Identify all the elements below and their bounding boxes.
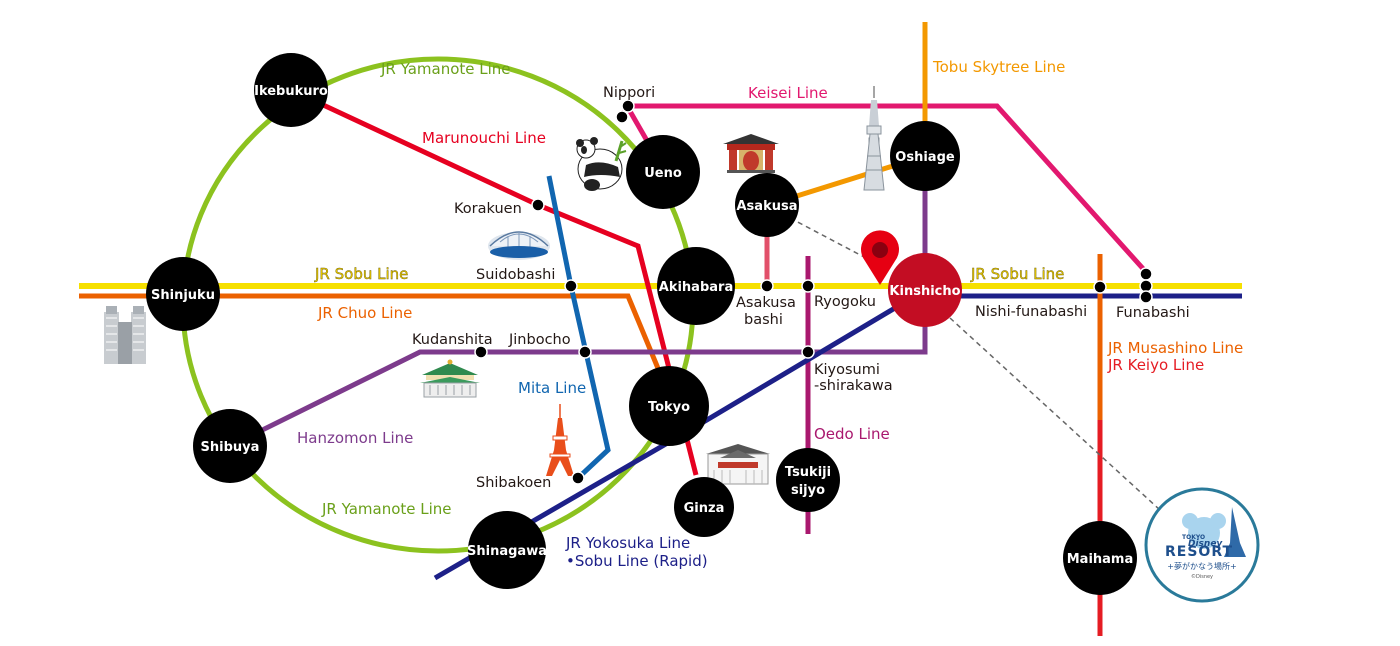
funabashi-dot-2 bbox=[1139, 279, 1153, 293]
hub-label: Kinshicho bbox=[889, 284, 960, 299]
hub-akihabara[interactable]: Akihabara bbox=[657, 247, 735, 325]
label-shibakoen: Shibakoen bbox=[476, 475, 551, 491]
tokyo-tower-icon bbox=[546, 404, 574, 476]
hub-oshiage[interactable]: Oshiage bbox=[890, 121, 960, 191]
tocho-building-icon bbox=[104, 306, 146, 364]
label-tobu: Tobu Skytree Line bbox=[932, 58, 1065, 76]
hub-ueno[interactable]: Ueno bbox=[626, 135, 700, 209]
resort-tagline: +夢がかなう場所+ bbox=[1167, 561, 1236, 571]
hub-label-line2: sijyo bbox=[791, 483, 825, 498]
hub-tsukiji-sijyo[interactable]: Tsukiji sijyo bbox=[776, 448, 840, 512]
kudanshita-dot bbox=[474, 345, 488, 359]
ryogoku-dot bbox=[801, 279, 815, 293]
funabashi-dot-1 bbox=[1139, 267, 1153, 281]
hub-label: Tokyo bbox=[648, 400, 690, 415]
label-marunouchi: Marunouchi Line bbox=[422, 129, 546, 147]
hub-label: Asakusa bbox=[737, 199, 798, 214]
resort-copyright: ©Disney bbox=[1191, 573, 1213, 580]
nippori-dot-2 bbox=[621, 99, 635, 113]
label-funabashi: Funabashi bbox=[1116, 305, 1190, 321]
label-mita: Mita Line bbox=[518, 379, 586, 397]
resort-small: TOKYO bbox=[1182, 534, 1205, 541]
label-sobu-right: JR Sobu Line bbox=[970, 265, 1064, 283]
label-kudanshita: Kudanshita bbox=[412, 332, 493, 348]
label-nishi-funabashi: Nishi-funabashi bbox=[975, 304, 1087, 320]
hub-ginza[interactable]: Ginza bbox=[674, 477, 734, 537]
hub-ikebukuro[interactable]: Ikebukuro bbox=[254, 53, 328, 127]
line-labels: JR Yamanote Line JR Yamanote Line Maruno… bbox=[297, 58, 1243, 570]
station-dots bbox=[474, 99, 1153, 485]
nippori-dot bbox=[615, 110, 629, 124]
hub-label: Maihama bbox=[1067, 552, 1134, 567]
kabukiza-icon bbox=[706, 444, 770, 485]
suidobashi-dot bbox=[564, 279, 578, 293]
hub-tokyo[interactable]: Tokyo bbox=[629, 366, 709, 446]
label-musashino: JR Musashino Line bbox=[1107, 339, 1243, 357]
korakuen-dot bbox=[531, 198, 545, 212]
landmarks bbox=[104, 86, 885, 485]
label-sobu-left: JR Sobu Line bbox=[314, 265, 408, 283]
label-kiyosumi-1: Kiyosumi bbox=[814, 362, 880, 378]
hub-label: Ginza bbox=[684, 501, 725, 516]
label-jinbocho: Jinbocho bbox=[508, 332, 571, 348]
label-keisei: Keisei Line bbox=[748, 84, 828, 102]
hub-label: Ikebukuro bbox=[254, 84, 328, 99]
tokyo-dome-icon bbox=[488, 231, 550, 260]
funabashi-dot-3 bbox=[1139, 290, 1153, 304]
station-labels: Nippori Korakuen Suidobashi Kudanshita J… bbox=[412, 85, 1190, 491]
label-yamanote-top: JR Yamanote Line bbox=[380, 60, 511, 78]
label-kiyosumi-2: -shirakawa bbox=[814, 378, 893, 394]
label-yokosuka-2: •Sobu Line (Rapid) bbox=[566, 552, 708, 570]
panda-icon bbox=[576, 137, 627, 191]
kinshicho-resort-dashed bbox=[949, 317, 1161, 511]
budokan-icon bbox=[420, 359, 480, 398]
label-korakuen: Korakuen bbox=[454, 201, 522, 217]
hub-label: Ueno bbox=[644, 166, 682, 181]
shibakoen-dot bbox=[571, 471, 585, 485]
hub-asakusa[interactable]: Asakusa bbox=[735, 173, 799, 237]
hub-label: Shinjuku bbox=[151, 288, 215, 303]
location-pin-icon bbox=[861, 230, 899, 285]
tokyo-disney-resort-badge[interactable]: TOKYO Disney RESORT +夢がかなう場所+ ©Disney bbox=[1144, 487, 1260, 603]
hub-kinshicho[interactable]: Kinshicho bbox=[888, 253, 962, 327]
hub-label: Akihabara bbox=[659, 280, 733, 295]
asakusabashi-dot bbox=[760, 279, 774, 293]
skytree-icon bbox=[863, 86, 885, 191]
resort-brand: Disney bbox=[1188, 539, 1223, 549]
marunouchi-line bbox=[289, 87, 699, 476]
mita-line bbox=[546, 175, 611, 480]
kaminarimon-gate-icon bbox=[723, 134, 779, 173]
label-yamanote-bottom: JR Yamanote Line bbox=[321, 500, 452, 518]
hub-shinjuku[interactable]: Shinjuku bbox=[146, 257, 220, 331]
label-oedo: Oedo Line bbox=[814, 425, 890, 443]
label-asakusabashi-1: Asakusa bbox=[736, 295, 796, 311]
resort-title: RESORT bbox=[1165, 544, 1233, 560]
label-yokosuka-1: JR Yokosuka Line bbox=[565, 534, 690, 552]
label-asakusabashi-2: bashi bbox=[744, 312, 783, 328]
label-chuo: JR Chuo Line bbox=[317, 304, 412, 322]
hub-label: Shibuya bbox=[201, 440, 260, 455]
hub-label: Tsukiji bbox=[785, 465, 831, 480]
hub-stations: Ikebukuro Shinjuku Shibuya Shinagawa Uen… bbox=[146, 53, 1137, 595]
label-ryogoku: Ryogoku bbox=[814, 294, 876, 310]
jinbocho-dot bbox=[578, 345, 592, 359]
nishi-funabashi-dot bbox=[1093, 280, 1107, 294]
label-hanzomon: Hanzomon Line bbox=[297, 429, 413, 447]
castle-icon bbox=[1182, 507, 1246, 557]
hub-maihama[interactable]: Maihama bbox=[1063, 521, 1137, 595]
label-suidobashi: Suidobashi bbox=[476, 267, 555, 283]
hub-label: Shinagawa bbox=[467, 544, 547, 559]
hub-label: Oshiage bbox=[895, 150, 955, 165]
kiyosumi-dot bbox=[801, 345, 815, 359]
hub-shinagawa[interactable]: Shinagawa bbox=[467, 511, 547, 589]
hub-shibuya[interactable]: Shibuya bbox=[193, 409, 267, 483]
label-keiyo: JR Keiyo Line bbox=[1107, 356, 1204, 374]
label-nippori: Nippori bbox=[603, 85, 655, 101]
